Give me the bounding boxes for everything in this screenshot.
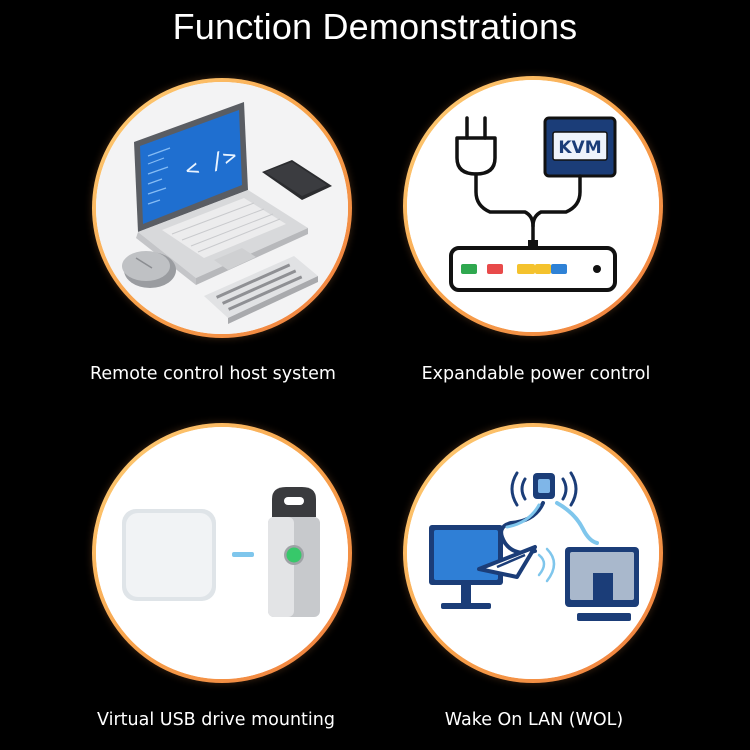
card-disc: KVM [407, 80, 659, 332]
wake-on-lan-icon [407, 427, 659, 679]
feature-card-power-control: KVM [403, 76, 663, 336]
feature-caption-remote-control: Remote control host system [90, 364, 336, 384]
kvm-badge-label: KVM [558, 138, 601, 158]
laptop-keyboard-mouse-icon: < /> [96, 82, 348, 334]
page-title: Function Demonstrations [172, 6, 578, 47]
feature-card-remote-control: < /> [92, 78, 352, 338]
kvm-power-strip-icon: KVM [407, 80, 659, 332]
card-disc: < /> [96, 82, 348, 334]
feature-card-virtual-usb [92, 423, 352, 683]
feature-caption-power-control: Expandable power control [421, 364, 651, 384]
card-disc [96, 427, 348, 679]
card-disc [407, 427, 659, 679]
usb-drive-icon [96, 427, 348, 679]
feature-card-wake-on-lan [403, 423, 663, 683]
feature-caption-wake-on-lan: Wake On LAN (WOL) [444, 710, 624, 730]
feature-caption-virtual-usb: Virtual USB drive mounting [97, 710, 335, 730]
